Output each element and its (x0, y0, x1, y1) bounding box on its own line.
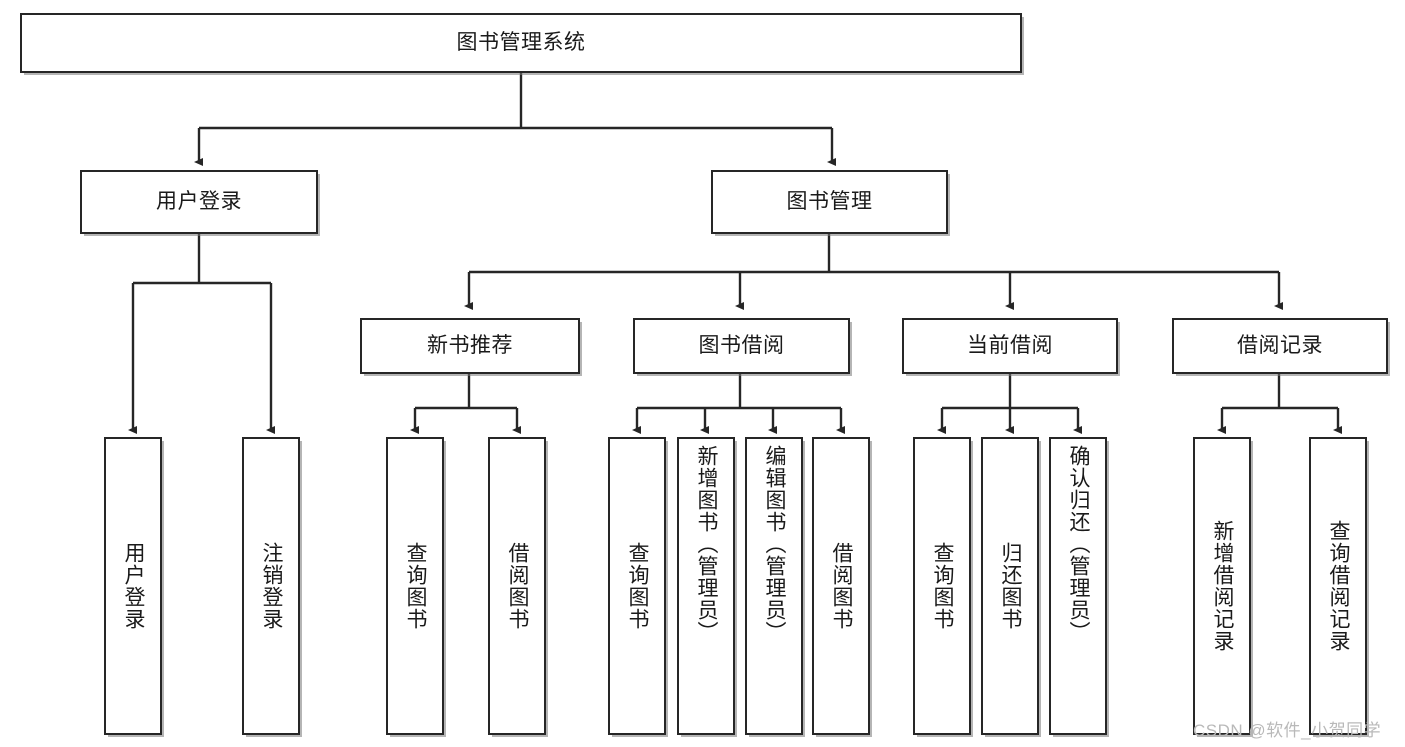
node-leaf-query-book-1-label: 查询图书 (404, 542, 428, 630)
node-book-borrow[interactable]: 图书借阅 (633, 318, 850, 374)
node-current-borrow-label: 当前借阅 (967, 333, 1053, 357)
node-leaf-logout-login-label: 注销登录 (260, 542, 284, 630)
node-leaf-borrow-book-2-label: 借阅图书 (830, 542, 854, 630)
node-leaf-return-book[interactable]: 归还图书 (981, 437, 1039, 735)
node-root[interactable]: 图书管理系统 (20, 13, 1022, 73)
node-new-book-recommend-label: 新书推荐 (427, 333, 513, 357)
node-leaf-add-book-admin-label: 新增图书（管理员） (695, 445, 719, 643)
node-leaf-edit-book-admin-label: 编辑图书（管理员） (763, 445, 787, 643)
node-leaf-return-book-label: 归还图书 (999, 542, 1023, 630)
node-leaf-query-borrow-record-label: 查询借阅记录 (1327, 520, 1351, 652)
node-leaf-add-borrow-record-label: 新增借阅记录 (1211, 520, 1235, 652)
node-leaf-confirm-return-admin-label: 确认归还（管理员） (1067, 445, 1091, 643)
node-leaf-borrow-book-1-label: 借阅图书 (506, 542, 530, 630)
node-leaf-edit-book-admin[interactable]: 编辑图书（管理员） (745, 437, 803, 735)
node-current-borrow[interactable]: 当前借阅 (902, 318, 1118, 374)
csdn-watermark: CSDN @软件_小贺同学 (1193, 721, 1382, 740)
node-leaf-borrow-book-1[interactable]: 借阅图书 (488, 437, 546, 735)
node-leaf-borrow-book-2[interactable]: 借阅图书 (812, 437, 870, 735)
node-leaf-add-borrow-record[interactable]: 新增借阅记录 (1193, 437, 1251, 735)
node-leaf-query-book-3[interactable]: 查询图书 (913, 437, 971, 735)
node-book-manage-label: 图书管理 (786, 189, 873, 213)
node-user-login[interactable]: 用户登录 (80, 170, 318, 234)
node-leaf-query-book-2[interactable]: 查询图书 (608, 437, 666, 735)
node-root-label: 图书管理系统 (456, 30, 586, 54)
node-leaf-query-borrow-record[interactable]: 查询借阅记录 (1309, 437, 1367, 735)
node-new-book-recommend[interactable]: 新书推荐 (360, 318, 580, 374)
node-leaf-confirm-return-admin[interactable]: 确认归还（管理员） (1049, 437, 1107, 735)
node-leaf-user-login-label: 用户登录 (122, 542, 146, 630)
node-book-borrow-label: 图书借阅 (698, 333, 785, 357)
node-leaf-logout-login[interactable]: 注销登录 (242, 437, 300, 735)
node-leaf-query-book-1[interactable]: 查询图书 (386, 437, 444, 735)
node-leaf-user-login[interactable]: 用户登录 (104, 437, 162, 735)
node-user-login-label: 用户登录 (156, 189, 242, 213)
node-leaf-query-book-3-label: 查询图书 (931, 542, 955, 630)
node-leaf-add-book-admin[interactable]: 新增图书（管理员） (677, 437, 735, 735)
node-borrow-record[interactable]: 借阅记录 (1172, 318, 1388, 374)
node-leaf-query-book-2-label: 查询图书 (626, 542, 650, 630)
node-book-manage[interactable]: 图书管理 (711, 170, 948, 234)
node-borrow-record-label: 借阅记录 (1237, 333, 1323, 357)
